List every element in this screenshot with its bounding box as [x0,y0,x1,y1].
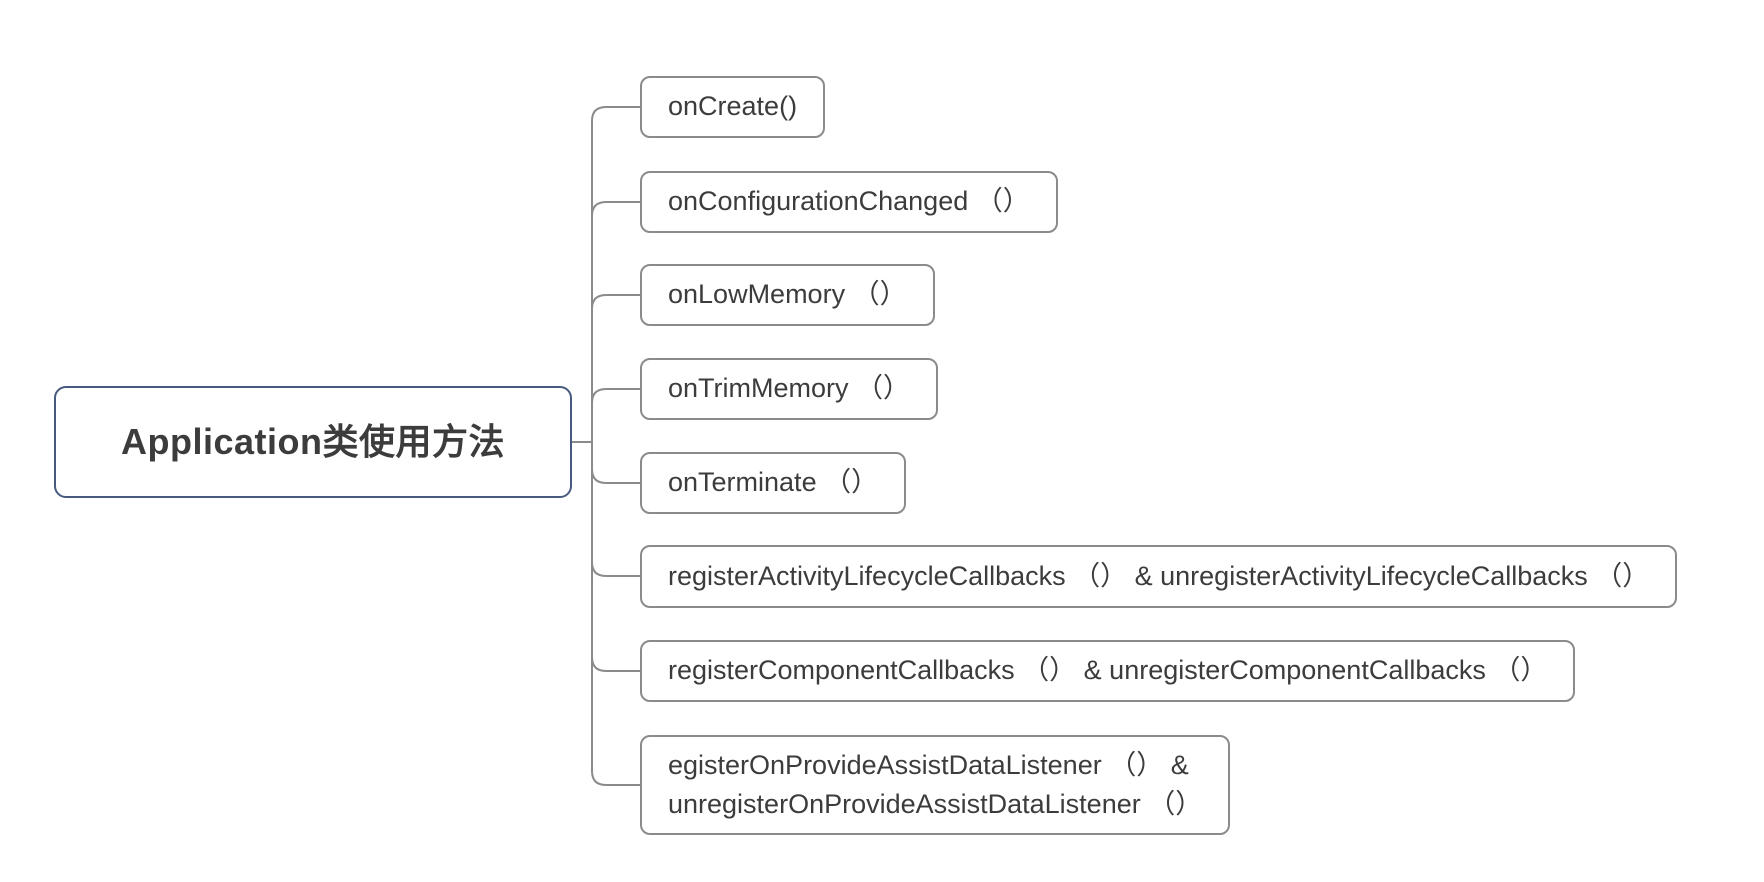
method-node-oncreate[interactable]: onCreate() [640,76,826,138]
root-node[interactable]: Application类使用方法 [54,386,572,498]
method-node-activity-lifecycle-callbacks[interactable]: registerActivityLifecycleCallbacks （） & … [640,545,1678,608]
method-node-component-callbacks[interactable]: registerComponentCallbacks （） & unregist… [640,640,1576,702]
connector-trunk [591,106,640,786]
connector-branch [591,294,640,310]
method-node-onterminate[interactable]: onTerminate （） [640,452,907,514]
connector-branch [591,656,640,672]
method-node-ontrimmemory[interactable]: onTrimMemory （） [640,358,939,420]
method-node-onconfigurationchanged[interactable]: onConfigurationChanged （） [640,171,1058,233]
connector-branch [591,561,640,577]
method-node-provide-assist-data-listener[interactable]: egisterOnProvideAssistDataListener （） & … [640,735,1231,835]
connector-branch [591,388,640,404]
connector-branch [591,201,640,217]
method-node-onlowmemory[interactable]: onLowMemory （） [640,264,935,326]
connector-branch [591,468,640,484]
